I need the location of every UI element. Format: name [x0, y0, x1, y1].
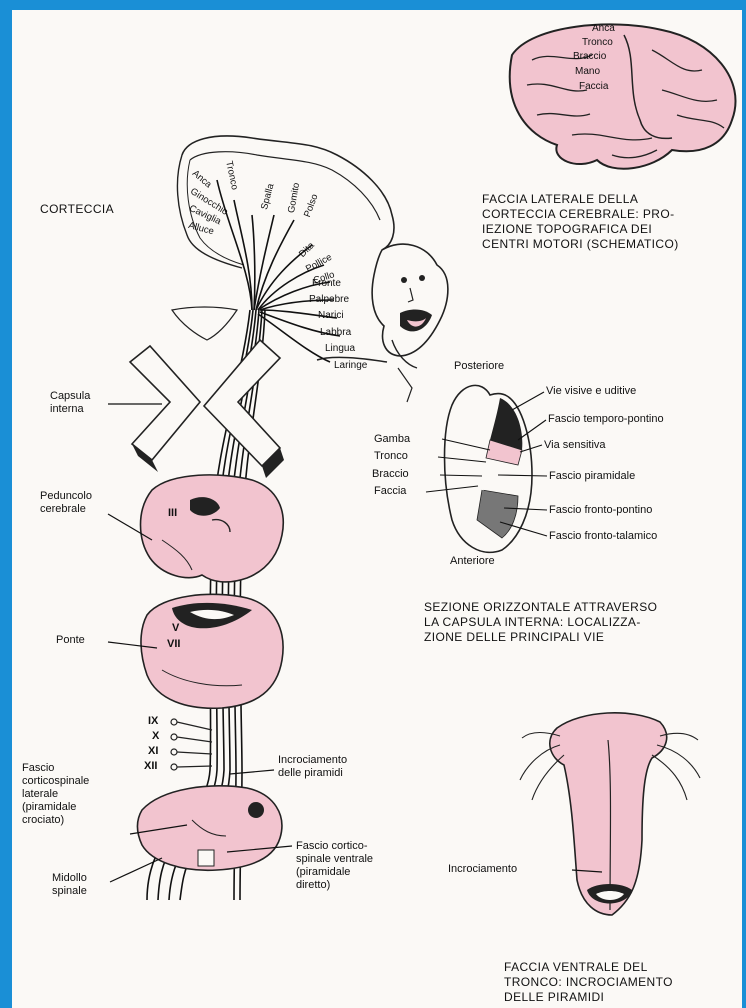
nerve-label-vii: VII — [167, 638, 180, 650]
capsule-right-label: Via sensitiva — [544, 439, 606, 452]
label-ponte: Ponte — [56, 634, 85, 647]
label-corteccia: CORTECCIA — [40, 202, 114, 216]
capsule-left-label: Braccio — [372, 468, 409, 481]
caption-capsule-section: SEZIONE ORIZZONTALE ATTRAVERSO LA CAPSUL… — [424, 600, 657, 645]
nerve-label-v: V — [172, 622, 179, 634]
pons-section — [141, 594, 283, 708]
homunculus-label: Laringe — [334, 360, 367, 371]
homunculus-label: Fronte — [312, 278, 341, 289]
label-fascio-laterale: Fascio corticospinale laterale (piramida… — [22, 762, 89, 827]
label-midollo-spinale: Midollo spinale — [52, 872, 87, 898]
capsule-left-label: Faccia — [374, 485, 406, 498]
nerve-label-iii: III — [168, 507, 177, 519]
spinal-cord-section — [138, 786, 282, 870]
brain-label: Anca — [592, 23, 615, 34]
homunculus-label: Labbra — [320, 327, 351, 338]
homunculus-label: Palpebre — [309, 294, 349, 305]
internal-capsule-blocks — [130, 340, 284, 478]
caption-ventral-face: FACCIA VENTRALE DEL TRONCO: INCROCIAMENT… — [504, 960, 673, 1005]
brain-label: Braccio — [573, 51, 606, 62]
caption-cortex-lateral: FACCIA LATERALE DELLA CORTECCIA CEREBRAL… — [482, 192, 679, 252]
capsule-right-label: Vie visive e uditive — [546, 385, 636, 398]
cerebral-peduncle-section — [141, 475, 284, 582]
nerve-label-ix: IX — [148, 715, 158, 727]
capsule-horizontal-section — [426, 385, 547, 552]
nerve-label-x: X — [152, 730, 159, 742]
homunculus-label: Lingua — [325, 343, 355, 354]
capsule-left-label: Tronco — [374, 450, 408, 463]
homunculus-label: Narici — [318, 310, 344, 321]
label-peduncolo-cerebrale: Peduncolo cerebrale — [40, 490, 92, 516]
capsule-right-label: Fascio fronto-talamico — [549, 530, 657, 543]
capsule-right-label: Fascio piramidale — [549, 470, 635, 483]
nerve-label-xi: XI — [148, 745, 158, 757]
label-fascio-ventrale: Fascio cortico- spinale ventrale (pirami… — [296, 840, 373, 892]
label-posteriore: Posteriore — [454, 360, 504, 373]
capsule-left-label: Gamba — [374, 433, 410, 446]
nerve-label-xii: XII — [144, 760, 157, 772]
cranial-nerve-roots — [171, 719, 212, 770]
brain-label: Tronco — [582, 37, 613, 48]
capsule-right-label: Fascio fronto-pontino — [549, 504, 652, 517]
label-incrociamento-piramidi: Incrociamento delle piramidi — [278, 754, 347, 780]
capsule-right-label: Fascio temporo-pontino — [548, 413, 664, 426]
brain-lateral-view — [510, 24, 736, 168]
brain-label: Mano — [575, 66, 600, 77]
label-anteriore: Anteriore — [450, 555, 495, 568]
label-incrociamento-ventrale: Incrociamento — [448, 863, 517, 876]
label-capsula-interna: Capsula interna — [50, 390, 90, 416]
ventral-brainstem — [520, 713, 700, 915]
brain-label: Faccia — [579, 81, 608, 92]
figure-sheet: Anca Tronco Braccio Mano Faccia FACCIA L… — [12, 10, 742, 1008]
